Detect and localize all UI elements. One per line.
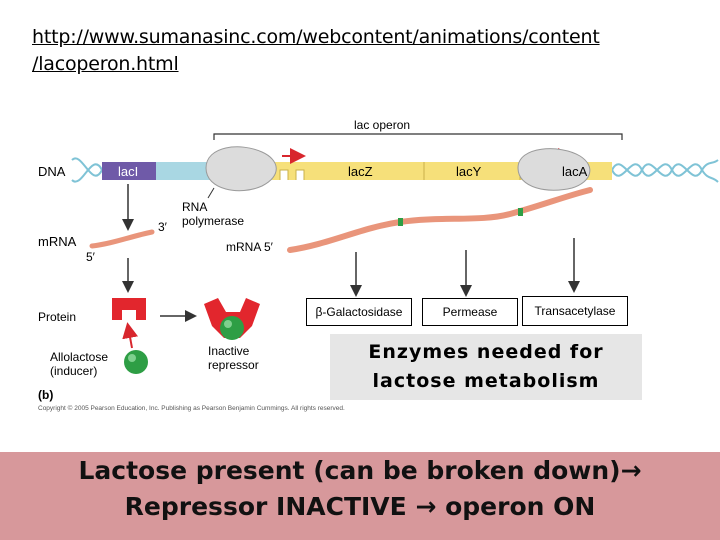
inactive-repressor-label: Inactive repressor xyxy=(208,344,259,372)
source-url[interactable]: http://www.sumanasinc.com/webcontent/ani… xyxy=(32,24,692,78)
protein-label: Protein xyxy=(38,310,77,324)
allolactose-label: Allolactose (inducer) xyxy=(50,350,109,378)
url-line-2[interactable]: /lacoperon.html xyxy=(32,53,179,75)
mrna-marker-2 xyxy=(518,208,523,216)
right-arrow-icon: → xyxy=(415,492,437,521)
laci-label: lacI xyxy=(118,164,139,179)
operon-bracket xyxy=(213,133,623,140)
banner-line-2-a: Repressor INACTIVE xyxy=(124,492,416,521)
mrna-5prime-label: 5′ xyxy=(86,250,95,264)
banner-line-2-b: operon ON xyxy=(436,492,596,521)
enzymes-needed-line-1: Enzymes needed for xyxy=(368,341,604,363)
repressor-protein xyxy=(112,298,146,320)
operon-label: lac operon xyxy=(354,118,411,132)
operator-notch xyxy=(279,169,305,180)
allolactose-molecule xyxy=(124,350,148,374)
polycistronic-mrna-label: mRNA 5′ xyxy=(226,240,273,254)
right-arrow-icon: → xyxy=(620,456,642,485)
lacy-gene xyxy=(424,162,520,180)
banner-line-1: Lactose present (can be broken down)→ xyxy=(0,456,720,485)
mrna-marker-1 xyxy=(398,218,403,226)
enzymes-needed-box: Enzymes needed for lactose metabolism xyxy=(330,334,642,400)
dna-helix-right xyxy=(611,159,719,183)
laci-gene xyxy=(102,162,156,180)
laca-label: lacA xyxy=(562,164,588,179)
lacy-label: lacY xyxy=(456,164,482,179)
enzyme-beta-galactosidase: β-Galactosidase xyxy=(306,298,412,326)
panel-letter: (b) xyxy=(38,388,54,402)
lacz-gene xyxy=(312,162,424,180)
url-line-1[interactable]: http://www.sumanasinc.com/webcontent/ani… xyxy=(32,26,600,48)
bound-inducer xyxy=(220,316,244,340)
enzyme-permease: Permease xyxy=(422,298,518,326)
mrna-label: mRNA xyxy=(38,234,77,249)
banner-line-1-text: Lactose present (can be broken down) xyxy=(78,456,621,485)
rna-polymerase-right xyxy=(517,148,591,191)
operator-region xyxy=(272,162,312,180)
dna-spacer xyxy=(156,162,214,180)
copyright-text: Copyright © 2005 Pearson Education, Inc.… xyxy=(38,405,345,412)
summary-banner xyxy=(0,452,720,540)
lacz-label: lacZ xyxy=(348,164,373,179)
banner-line-2: Repressor INACTIVE → operon ON xyxy=(0,492,720,521)
dna-label: DNA xyxy=(38,164,66,179)
enzymes-needed-line-2: lactose metabolism xyxy=(372,370,600,392)
rna-polymerase-shape xyxy=(205,146,277,192)
polycistronic-mrna xyxy=(287,187,593,253)
laci-mrna xyxy=(89,229,155,249)
banner-line-2-text: Repressor INACTIVE → operon ON xyxy=(125,492,596,521)
three-prime-label: 3′ xyxy=(158,220,167,234)
enzyme-transacetylase: Transacetylase xyxy=(522,296,628,326)
rna-polymerase-label: RNA polymerase xyxy=(182,200,245,228)
